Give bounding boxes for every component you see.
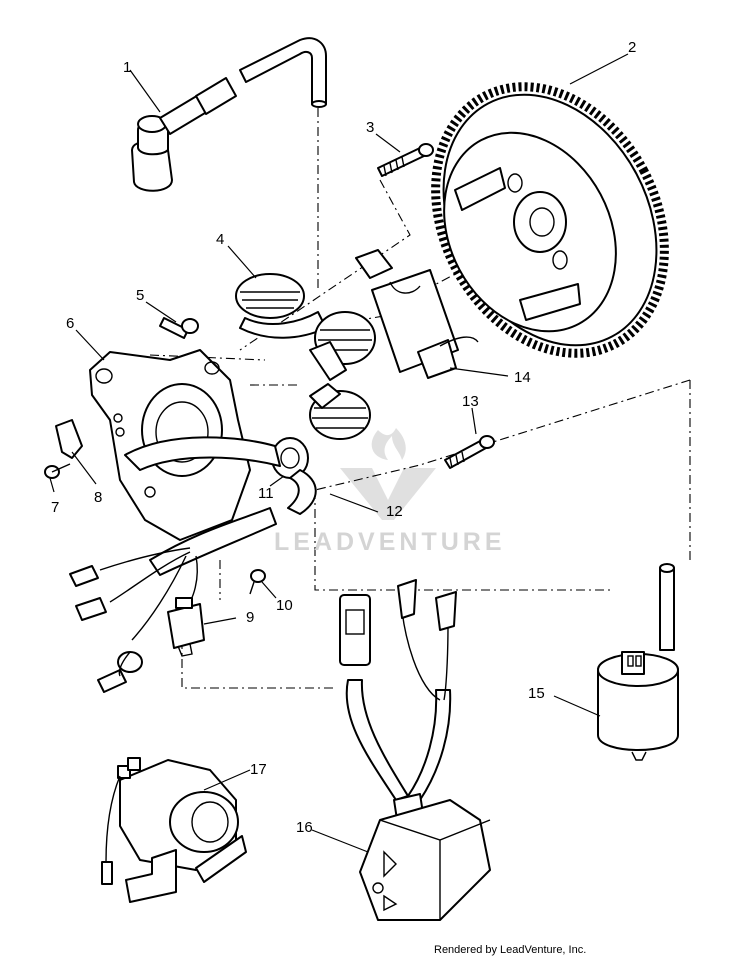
callout-13: 13 [462, 393, 479, 410]
flywheel-screw[interactable] [377, 143, 434, 177]
callout-9: 9 [246, 609, 254, 626]
spark-plug-cap[interactable] [131, 37, 327, 192]
stator-screw[interactable] [159, 317, 199, 339]
ignition-coil[interactable] [597, 563, 679, 761]
wire-clip[interactable] [55, 419, 83, 459]
callout-2: 2 [628, 39, 636, 56]
callout-7: 7 [51, 499, 59, 516]
callout-11: 11 [258, 485, 274, 502]
cdi-module[interactable] [339, 579, 491, 921]
callout-8: 8 [94, 489, 102, 506]
callout-15: 15 [528, 685, 545, 702]
callout-16: 16 [296, 819, 313, 836]
callout-12: 12 [386, 503, 403, 520]
exciter-coil-assembly[interactable] [235, 273, 376, 440]
callout-6: 6 [66, 315, 74, 332]
callout-17: 17 [250, 761, 267, 778]
callout-1: 1 [123, 59, 131, 76]
leader-lines [49, 53, 629, 853]
watermark-logo [340, 428, 436, 520]
pulse-coil-screw[interactable] [444, 435, 495, 469]
watermark-text: LEADVENTURE [274, 528, 506, 556]
ground-screw[interactable] [249, 569, 266, 595]
starter-solenoid[interactable] [101, 757, 247, 903]
callout-14: 14 [514, 369, 531, 386]
clip-screw[interactable] [44, 463, 71, 479]
flywheel[interactable] [391, 47, 710, 394]
wire-harness[interactable] [69, 547, 198, 693]
callout-10: 10 [276, 597, 293, 614]
pulse-coil[interactable] [355, 249, 479, 379]
callout-4: 4 [216, 231, 224, 248]
callout-5: 5 [136, 287, 144, 304]
render-credit: Rendered by LeadVenture, Inc. [434, 944, 587, 956]
wire-sleeve[interactable] [124, 436, 317, 576]
callout-3: 3 [366, 119, 374, 136]
callout-labels: 1 2 3 4 5 6 7 8 9 10 11 12 13 14 15 16 1… [51, 39, 636, 836]
wire-connector[interactable] [167, 597, 205, 657]
